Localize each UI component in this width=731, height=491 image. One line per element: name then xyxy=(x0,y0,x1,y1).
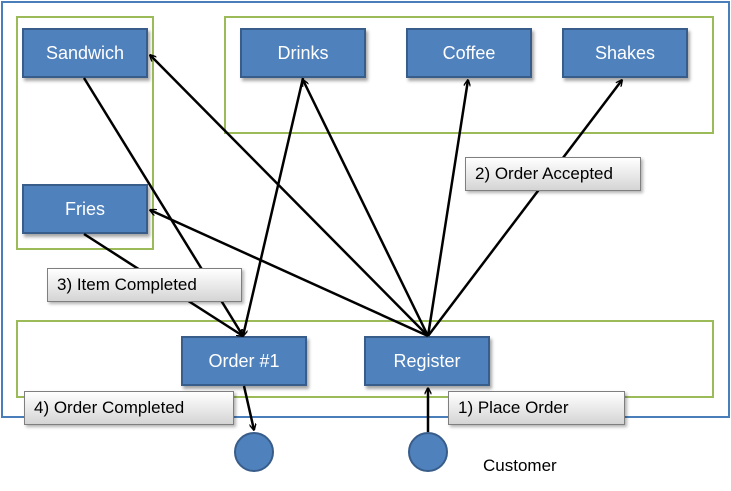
order-completed-callout: 4) Order Completed xyxy=(24,391,234,425)
arrow-register-to-fries xyxy=(150,210,429,338)
shakes-node: Shakes xyxy=(562,28,688,78)
order-node: Order #1 xyxy=(181,336,307,386)
arrow-register-to-sandwich xyxy=(150,55,429,337)
item-completed-callout: 3) Item Completed xyxy=(47,268,242,302)
sandwich-node: Sandwich xyxy=(22,28,148,78)
register-node: Register xyxy=(364,336,490,386)
served-customer-circle xyxy=(234,432,274,472)
arrow-register-to-shakes xyxy=(427,80,622,337)
drinks-node: Drinks xyxy=(240,28,366,78)
arrow-order-to-customer xyxy=(242,385,254,430)
system-boundary xyxy=(1,1,730,418)
arrow-drinks-to-order xyxy=(243,77,305,336)
customer-label: Customer xyxy=(483,456,557,475)
arrow-register-to-drinks xyxy=(301,80,430,337)
front-counter-group xyxy=(16,320,714,398)
customer-circle xyxy=(408,432,448,472)
beverage-station-group xyxy=(224,16,714,134)
fries-node: Fries xyxy=(22,184,148,234)
order-accepted-callout: 2) Order Accepted xyxy=(465,157,641,191)
food-station-group xyxy=(16,16,154,250)
place-order-callout: 1) Place Order xyxy=(448,391,625,425)
arrow-register-to-coffee xyxy=(426,80,468,337)
coffee-node: Coffee xyxy=(406,28,532,78)
